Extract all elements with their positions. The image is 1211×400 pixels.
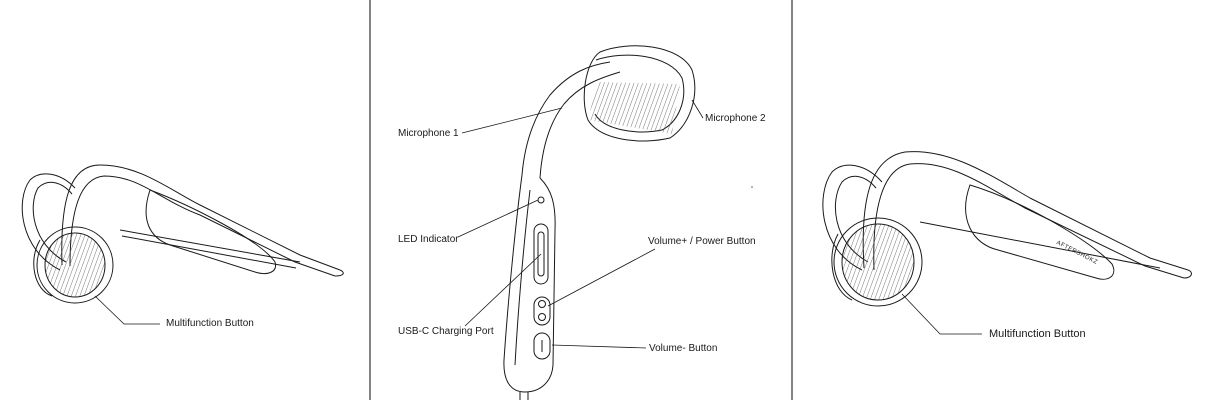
callout-line-led	[457, 199, 539, 238]
callout-line-volume-plus	[547, 248, 656, 307]
callout-line-usb-c	[464, 253, 542, 327]
stray-dot	[751, 186, 753, 188]
volume-minus-label: Volume- Button	[649, 343, 718, 354]
left-callout-line	[94, 295, 160, 325]
right-callout-line	[901, 293, 982, 335]
left-multifunction-button-label: Multifunction Button	[166, 318, 254, 329]
callout-line-microphone-1	[461, 107, 563, 134]
right-headset-illustration	[822, 151, 1192, 307]
callout-line-microphone-2	[691, 99, 704, 119]
left-headset-illustration	[21, 164, 344, 304]
right-multifunction-button-label: Multifunction Button	[989, 328, 1086, 340]
volume-plus-power-label: Volume+ / Power Button	[648, 236, 756, 247]
microphone-2-label: Microphone 2	[705, 113, 766, 124]
center-headset-illustration	[503, 45, 696, 400]
led-indicator-label: LED Indicator	[398, 234, 459, 245]
callout-line-volume-minus	[551, 344, 647, 349]
microphone-1-label: Microphone 1	[398, 128, 459, 139]
usb-c-charging-port-label: USB-C Charging Port	[398, 326, 494, 337]
